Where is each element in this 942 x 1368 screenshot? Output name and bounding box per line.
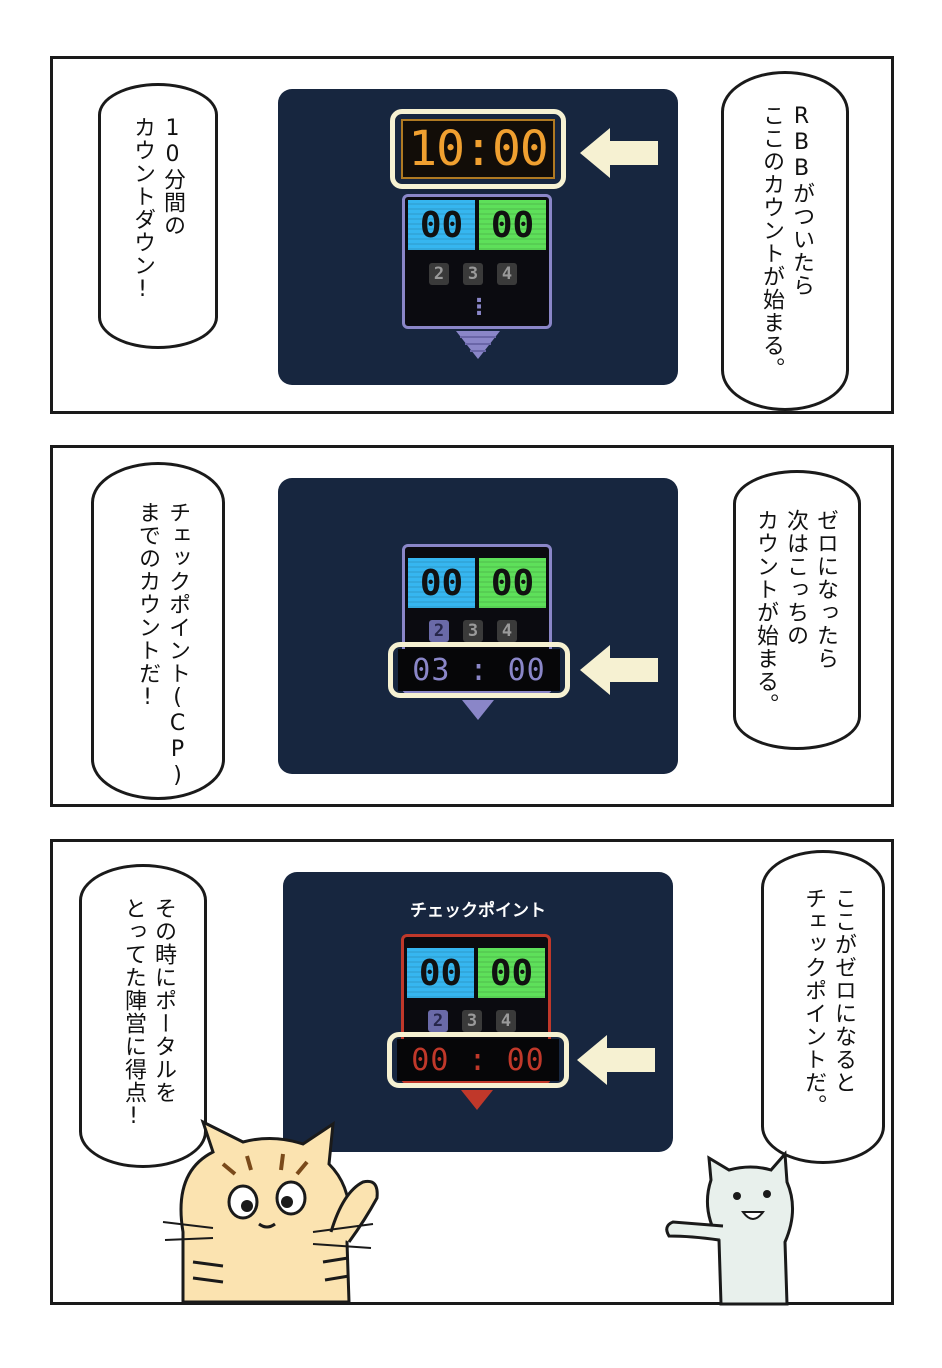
bubble-text: RBBがついたら ここのカウントが始まる。	[759, 104, 814, 380]
main-timer-value: 10:00	[408, 121, 548, 177]
game-screen: 10:00 00 00 2 3 4 ⋮	[278, 89, 678, 385]
bubble-text: ここがゼロになると チェックポイントだ。	[801, 887, 856, 1117]
cat-character	[162, 1119, 379, 1304]
screen-title: チェックポイント	[410, 901, 546, 921]
arrow-left-icon	[577, 1035, 655, 1085]
panel-3: チェックポイント 00 00 2 3 4 00 : 00 ここがゼロになると チ…	[50, 839, 894, 1306]
green-team-score: 00	[479, 200, 546, 250]
arrow-left-icon	[580, 645, 658, 695]
pointer-triangle	[462, 700, 494, 720]
green-team-score: 00	[478, 948, 545, 998]
more-indicator: ⋮	[468, 295, 490, 320]
game-screen: チェックポイント 00 00 2 3 4 00 : 00	[283, 872, 673, 1152]
arrow-left-icon	[580, 128, 658, 178]
timer-highlight-frame	[390, 109, 566, 189]
chip-2: 2	[429, 620, 449, 642]
pointer-triangle	[461, 1090, 493, 1110]
portal-chips: 2 3 4	[429, 263, 517, 285]
checkpoint-countdown: 03 : 00	[398, 649, 560, 691]
speech-bubble-left: チェックポイント(CP) までのカウントだ!	[91, 462, 225, 800]
main-timer: 10:00	[401, 119, 555, 179]
chip-4: 4	[497, 263, 517, 285]
chip-3: 3	[463, 620, 483, 642]
panel-1: 10:00 00 00 2 3 4 ⋮ RBBがついたら ここのカウントが始まる…	[50, 56, 894, 414]
bubble-text: その時にポータルを とってた陣営に得点!	[121, 897, 176, 1130]
blue-team-score: 00	[408, 558, 475, 608]
speech-bubble-left: その時にポータルを とってた陣営に得点!	[79, 864, 207, 1168]
chip-3: 3	[463, 263, 483, 285]
chip-2: 2	[428, 1010, 448, 1032]
portal-chips: 2 3 4	[428, 1010, 516, 1032]
countdown-highlight-frame	[388, 642, 570, 698]
checkpoint-countdown: 00 : 00	[397, 1039, 559, 1081]
portal-chips: 2 3 4	[429, 620, 517, 642]
bubble-text: ゼロになったら 次はこっちの カウントが始まる。	[753, 509, 838, 716]
checkpoint-countdown-value: 00 : 00	[411, 1042, 545, 1078]
chip-3: 3	[462, 1010, 482, 1032]
speech-bubble-left: 10分間の カウントダウン!	[98, 83, 218, 349]
bubble-text: チェックポイント(CP) までのカウントだ!	[135, 501, 190, 789]
white-cat-character	[665, 1150, 794, 1306]
chip-4: 4	[497, 620, 517, 642]
blue-team-score: 00	[408, 200, 475, 250]
chip-2: 2	[429, 263, 449, 285]
panel-2: 00 00 2 3 4 03 : 00 ゼロになったら 次はこっちの カウントが…	[50, 445, 894, 807]
green-team-score: 00	[479, 558, 546, 608]
chip-4: 4	[496, 1010, 516, 1032]
countdown-highlight-frame	[387, 1032, 569, 1088]
speech-bubble-right: ここがゼロになると チェックポイントだ。	[761, 850, 885, 1164]
bubble-text: 10分間の カウントダウン!	[130, 116, 185, 303]
blue-team-score: 00	[407, 948, 474, 998]
game-screen: 00 00 2 3 4 03 : 00	[278, 478, 678, 774]
speech-bubble-right: RBBがついたら ここのカウントが始まる。	[721, 71, 849, 411]
speech-bubble-right: ゼロになったら 次はこっちの カウントが始まる。	[733, 470, 861, 750]
pointer-triangle	[456, 331, 500, 359]
checkpoint-countdown-value: 03 : 00	[412, 652, 546, 688]
